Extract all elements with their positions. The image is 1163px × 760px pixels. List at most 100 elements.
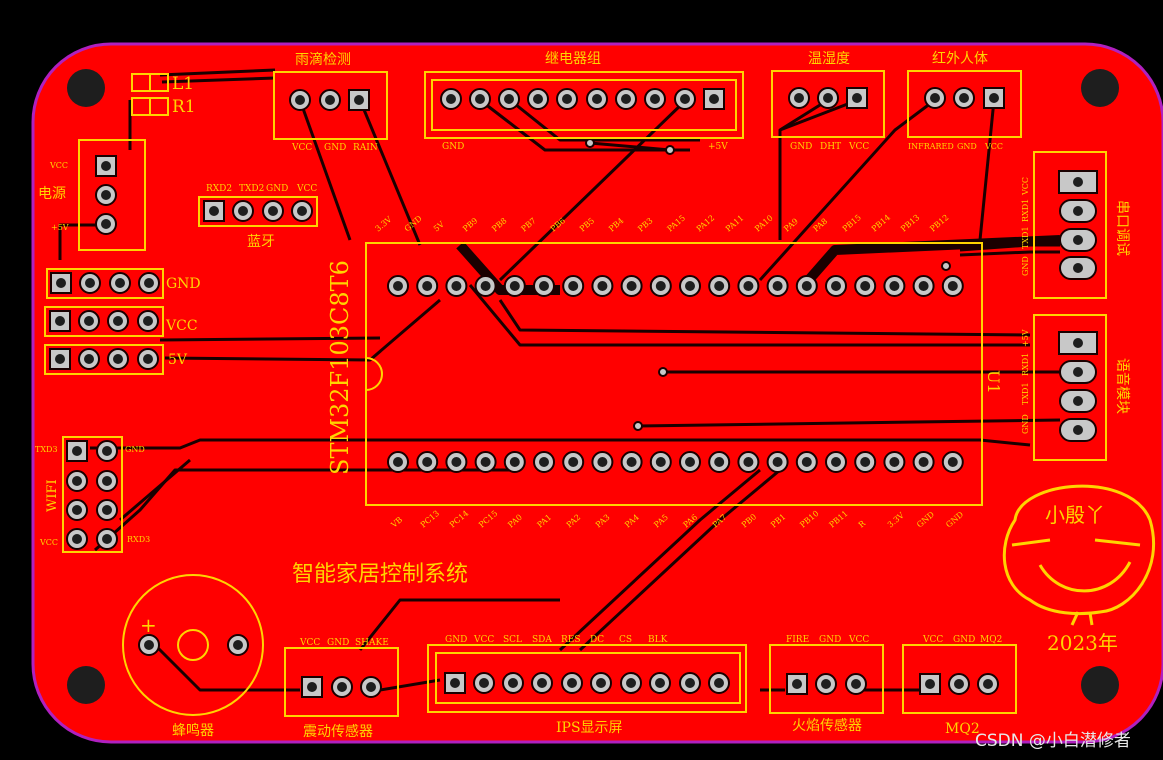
shake-title: 震动传感器 — [303, 723, 373, 740]
dht-title: 温湿度 — [808, 51, 850, 67]
connector-pin-label: GND — [1021, 414, 1030, 434]
connector-pin-label: +5V — [1021, 329, 1030, 347]
serial-title: 串口调试 — [1114, 200, 1130, 256]
mcu-bottom-pads — [387, 451, 964, 473]
mcu-top-pad — [445, 275, 468, 297]
mcu-top-pad — [416, 275, 439, 297]
mcu-bottom-pad — [766, 451, 789, 473]
mounting-holes — [67, 69, 1119, 704]
mcu-bottom-pad — [708, 451, 731, 473]
dht-pad — [846, 87, 868, 109]
wifi-pad — [96, 470, 118, 492]
rain-pin-3: RAIN — [353, 143, 378, 153]
logo-year: 2023年 — [1047, 631, 1118, 655]
mq2-pin-2: GND — [953, 635, 975, 645]
vcc-rail-pad — [137, 310, 159, 332]
shake-pad — [360, 676, 382, 698]
5v-rail-pad — [49, 348, 71, 370]
bluetooth-pad — [291, 200, 313, 222]
relay-title: 继电器组 — [545, 51, 601, 67]
ips-pad — [708, 672, 730, 694]
relay-pad — [615, 88, 637, 110]
mcu-bottom-pad — [679, 451, 701, 473]
fire-pin-3: VCC — [848, 635, 869, 645]
ips-pin-label: VCC — [473, 635, 494, 645]
mq2-pin-3: MQ2 — [980, 635, 1002, 645]
mcu-outline — [365, 242, 983, 506]
relay-left-label: GND — [442, 142, 464, 152]
mcu-bottom-pad — [562, 451, 585, 473]
relay-pad — [498, 88, 520, 110]
wifi-br-label: RXD3 — [127, 535, 150, 544]
rail-gnd-label: GND — [166, 276, 201, 292]
wifi-tl-label: TXD3 — [35, 445, 58, 454]
power-pad — [95, 155, 117, 177]
fire-title: 火焰传感器 — [792, 717, 862, 734]
voice-title: 语音模块 — [1114, 358, 1131, 414]
gnd-rail-pad — [109, 272, 131, 294]
relay-pad — [644, 88, 666, 110]
ips-title: IPS显示屏 — [556, 720, 623, 736]
mcu-bottom-pad — [737, 451, 760, 473]
buzzer-pad — [227, 634, 249, 656]
dht-pin-2: DHT — [820, 142, 841, 152]
mcu-top-pad — [883, 275, 906, 297]
mq2-pin-1: VCC — [922, 635, 943, 645]
shake-pin-2: GND — [327, 638, 349, 648]
wifi-pad — [96, 528, 118, 550]
5v-rail-pad — [137, 348, 159, 370]
dht-pin-3: VCC — [848, 142, 869, 152]
mcu-bottom-pin-label: R — [857, 518, 868, 529]
shake-pad — [301, 676, 323, 698]
mcu-bottom-pad — [825, 451, 847, 473]
rain-pin-1: VCC — [291, 143, 312, 153]
mcu-bottom-pad — [387, 451, 409, 473]
mcu-bottom-pad — [941, 451, 964, 473]
logo-face — [1002, 484, 1156, 626]
ips-pad — [620, 672, 642, 694]
wifi-tr-label: GND — [125, 445, 145, 454]
bt-pin-2: TXD2 — [239, 184, 264, 194]
wifi-pad — [96, 440, 118, 462]
power-bottom-label: +5V — [51, 223, 69, 232]
wifi-pad — [66, 470, 88, 492]
5v-rail-pad — [107, 348, 129, 370]
bt-pin-1: RXD2 — [206, 184, 232, 194]
relay-pad — [469, 88, 491, 110]
power-pad — [95, 184, 117, 206]
traces — [58, 68, 1080, 692]
serial-sq-pad — [1058, 170, 1098, 194]
mcu-bottom-pad — [503, 451, 526, 473]
ips-pin-label: RES — [561, 635, 581, 645]
ips-pad — [531, 672, 553, 694]
bluetooth-pad — [232, 200, 254, 222]
mcu-ref-designator: U1 — [984, 370, 1003, 394]
mcu-top-pad — [503, 275, 526, 297]
l1-r1-footprints — [131, 73, 169, 116]
buzzer-pad — [138, 634, 160, 656]
ips-pad — [473, 672, 495, 694]
mcu-bottom-pad — [533, 451, 555, 473]
power-top-label: VCC — [49, 161, 68, 170]
mcu-bottom-pad — [912, 451, 935, 473]
infrared-pin-1: INFRARED — [908, 142, 954, 151]
mcu-bottom-pad — [416, 451, 439, 473]
mcu-top-pad — [854, 275, 877, 297]
mcu-top-pad — [649, 275, 672, 297]
relay-pad — [703, 88, 725, 110]
fire-pin-1: FIRE — [786, 635, 809, 645]
connector-pin-label: GND — [1021, 256, 1030, 276]
mcu-top-pad — [679, 275, 701, 297]
infrared-pin-2: GND — [957, 142, 977, 151]
power-title: 电源 — [38, 186, 66, 202]
connector-pin-label: TXD1 — [1021, 226, 1030, 249]
serial-pad — [1059, 256, 1097, 280]
rail-5v-label: 5V — [168, 352, 188, 368]
ips-pad — [444, 672, 466, 694]
ips-pin-label: SDA — [532, 635, 552, 645]
ips-pin-label: GND — [445, 635, 467, 645]
vcc-rail-pad — [78, 310, 100, 332]
rain-pad — [289, 89, 311, 111]
wifi-title: WIFI — [45, 479, 60, 512]
